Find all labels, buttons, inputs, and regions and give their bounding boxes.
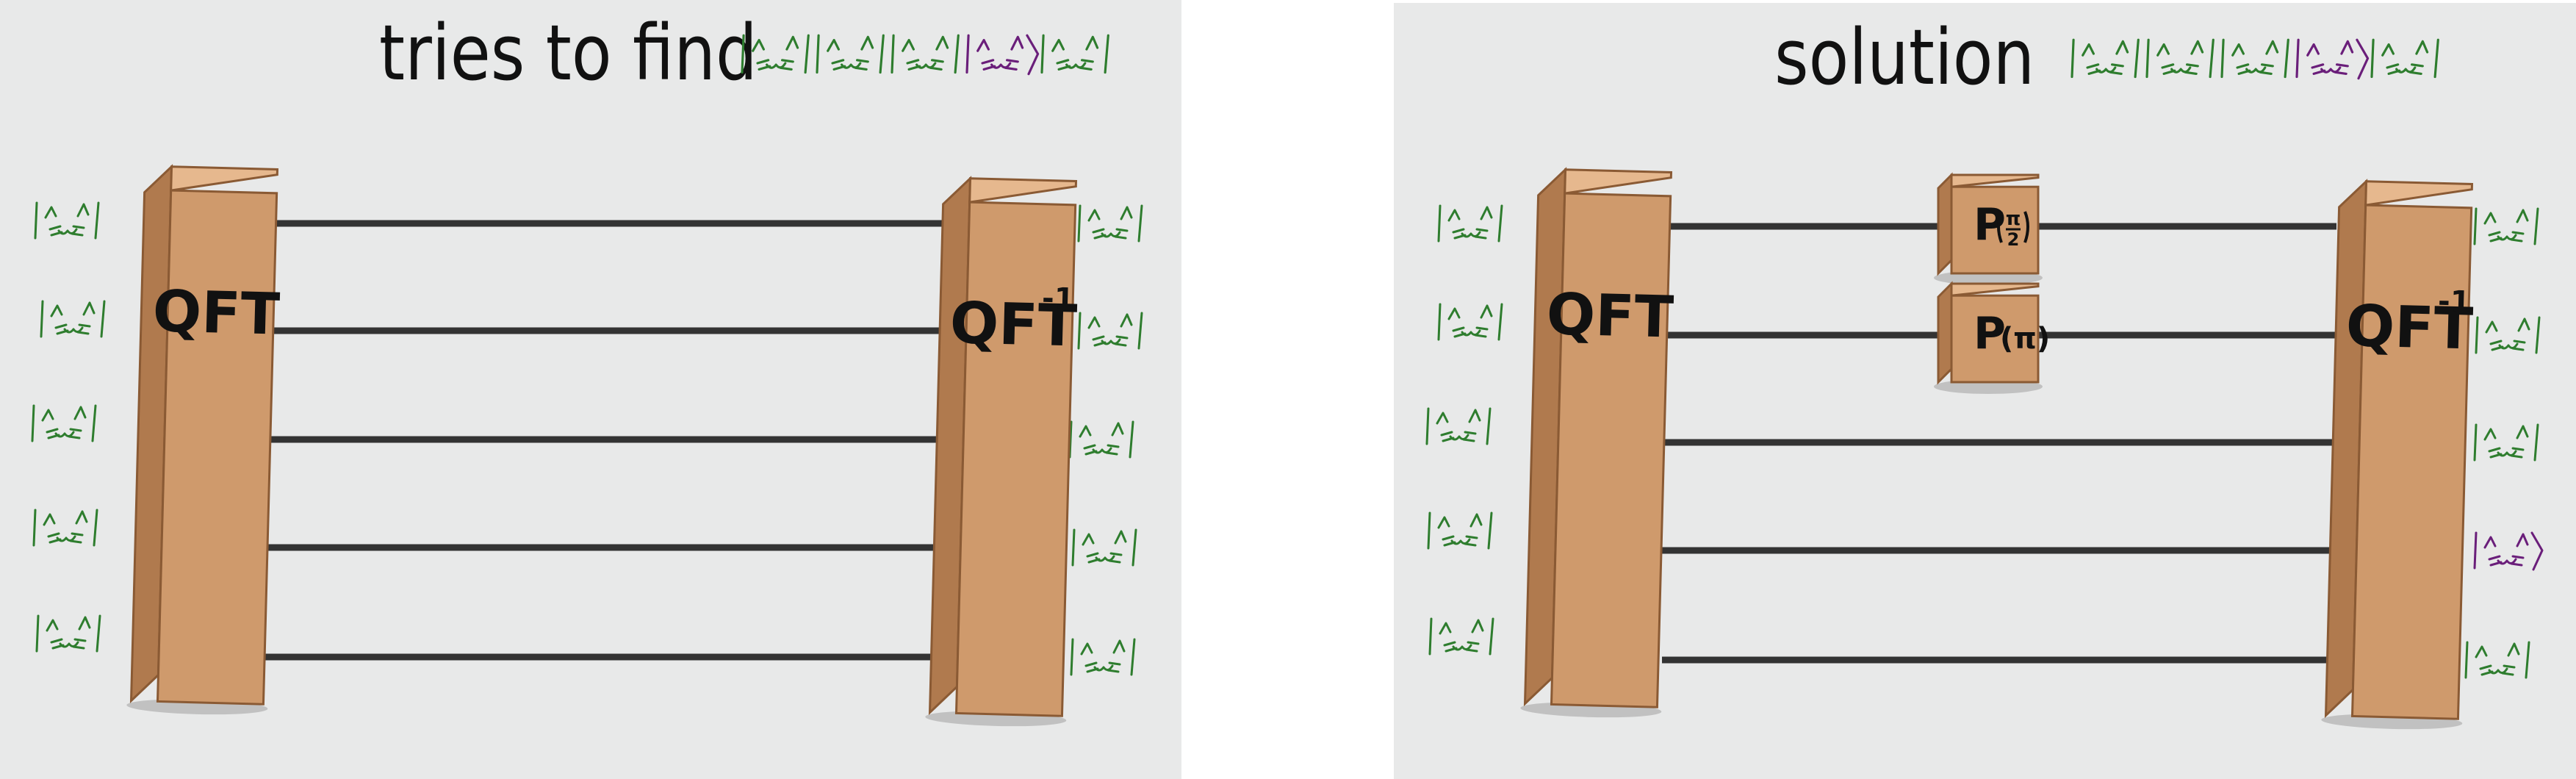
input-ket-icon <box>40 300 106 338</box>
target-ket-icon <box>2070 38 2140 79</box>
output-ket-icon <box>1068 420 1134 459</box>
qft-inverse-label: QFT <box>949 290 1078 359</box>
output-ket-icon <box>2475 316 2541 354</box>
target-ket-icon <box>2220 38 2289 79</box>
qft-box: QFT <box>1520 167 1674 718</box>
input-ket-icon <box>1425 407 1492 445</box>
phase-gate-label: P <box>1974 199 2006 251</box>
input-ket-icon <box>34 201 100 240</box>
output-ket-icon <box>1077 312 1143 350</box>
qft-inverse-superscript: -1 <box>1041 281 1075 316</box>
output-ket-icon <box>2473 207 2539 245</box>
target-ket-icon <box>965 34 1040 76</box>
qft-box: QFT <box>126 164 281 715</box>
qft-inverse-box: QFT-1 <box>2321 179 2474 730</box>
output-ket-icon <box>1077 204 1143 243</box>
target-ket-icon <box>816 34 885 74</box>
input-ket-icon <box>1437 204 1503 243</box>
output-ket-icon <box>1070 638 1136 676</box>
input-ket-icon <box>35 614 101 653</box>
phase-gate-arg: (π) <box>2000 322 2050 356</box>
input-ket-icon <box>32 509 98 547</box>
output-ket-icon <box>2473 423 2539 462</box>
target-ket-icon <box>891 34 960 74</box>
input-ket-icon <box>1427 511 1493 550</box>
target-ket-icon <box>1040 34 1109 74</box>
phase-gate-arg-top: π <box>2006 208 2021 230</box>
qft-inverse-box: QFT-1 <box>925 176 1078 727</box>
output-ket-icon <box>2464 641 2530 679</box>
input-ket-icon <box>1428 617 1494 656</box>
target-ket-icon <box>2370 38 2439 79</box>
input-ket-icon <box>31 404 97 442</box>
target-ket-icon <box>2295 38 2370 80</box>
output-ket-icon <box>2473 531 2544 571</box>
qft-label: QFT <box>152 279 281 348</box>
target-ket-icon <box>2145 38 2215 79</box>
input-ket-icon <box>1437 303 1503 341</box>
target-ket-icon <box>741 34 810 74</box>
qft-inverse-label: QFT <box>2345 293 2474 362</box>
paren-right <box>2023 211 2029 243</box>
qft-inverse-superscript: -1 <box>2437 284 2471 319</box>
qft-label: QFT <box>1546 281 1674 351</box>
paren-left <box>1997 211 2003 243</box>
phase-gate-box: P(π) <box>1934 281 2050 394</box>
phase-gate-label: P <box>1974 308 2006 359</box>
phase-gate-arg-bottom: 2 <box>2007 229 2020 250</box>
panel-title-left: tries to find <box>379 8 758 98</box>
output-ket-icon <box>1071 528 1137 567</box>
panel-title-right: solution <box>1774 12 2035 102</box>
